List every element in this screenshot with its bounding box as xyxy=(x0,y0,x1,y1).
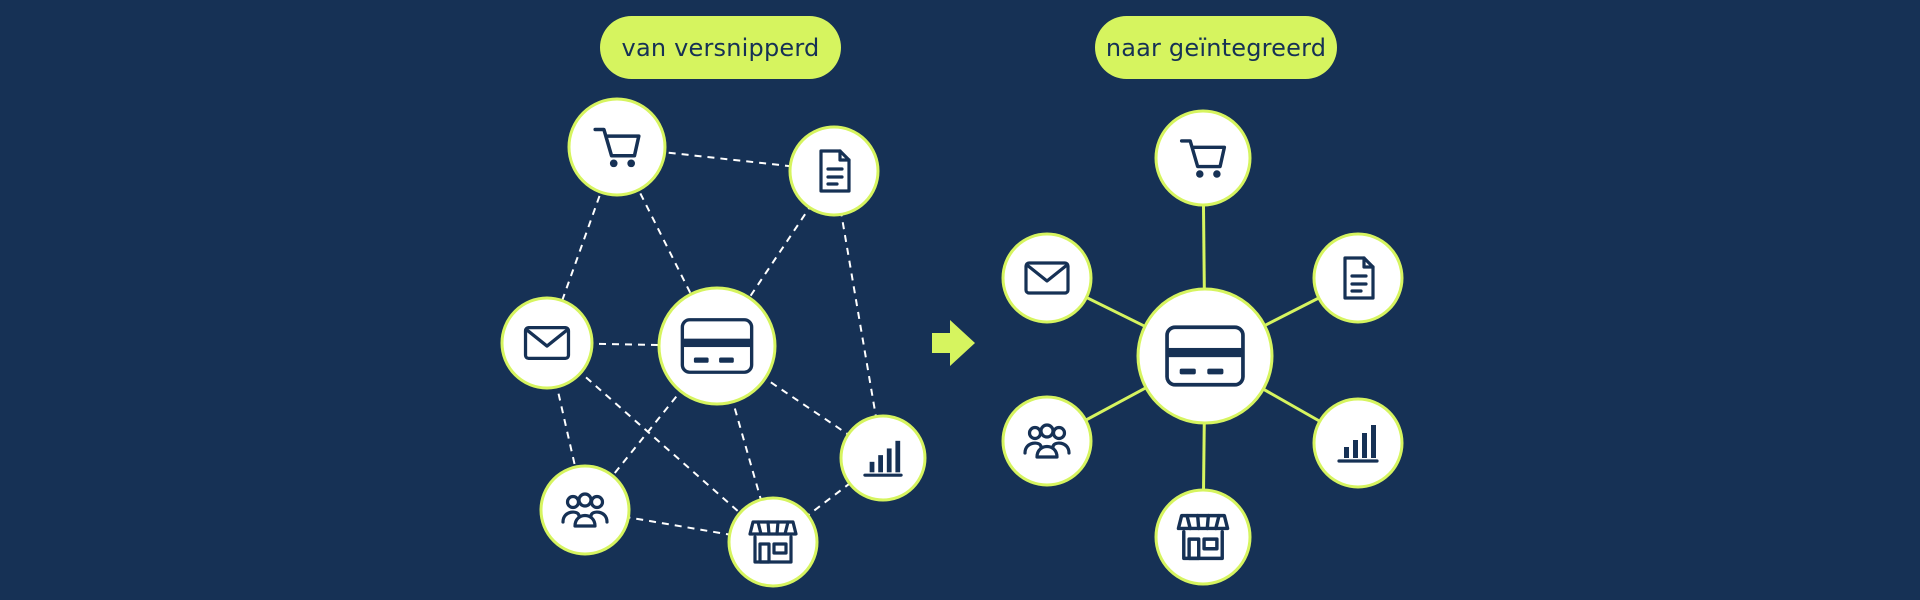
bar-chart-icon xyxy=(1337,425,1379,463)
mail-icon xyxy=(1024,261,1070,295)
dashed-link-mail-store xyxy=(546,342,774,543)
shopping-cart-icon xyxy=(593,127,641,168)
after-node-mail-circle xyxy=(1001,232,1093,324)
before-node-card xyxy=(657,286,777,406)
dashed-link-document-chart xyxy=(833,170,884,459)
after-node-cart-circle xyxy=(1154,109,1252,207)
after-node-mail xyxy=(1001,232,1093,324)
before-node-document xyxy=(788,125,880,217)
before-node-document-circle xyxy=(788,125,880,217)
after-node-cart xyxy=(1154,109,1252,207)
after-node-team xyxy=(1001,395,1093,487)
before-node-mail-circle xyxy=(500,296,594,390)
before-node-store xyxy=(727,496,819,588)
document-icon xyxy=(1343,256,1375,300)
arrow-right-icon xyxy=(932,320,975,366)
after-node-store-circle xyxy=(1154,488,1252,586)
after-node-store xyxy=(1154,488,1252,586)
after-node-chart xyxy=(1312,397,1404,489)
label-after: naar geïntegreerd xyxy=(1095,16,1337,79)
before-node-chart xyxy=(839,414,927,502)
dashed-link-cart-document xyxy=(616,146,835,172)
after-node-document xyxy=(1312,232,1404,324)
document-icon xyxy=(819,149,851,193)
before-node-team xyxy=(539,464,631,556)
before-node-cart xyxy=(567,97,667,197)
store-icon xyxy=(748,520,798,564)
dashed-link-store-chart xyxy=(772,457,884,543)
credit-card-icon xyxy=(680,318,754,374)
nodes-layer xyxy=(500,97,1404,588)
before-node-store-circle xyxy=(727,496,819,588)
mail-icon xyxy=(523,326,571,360)
after-node-document-circle xyxy=(1312,232,1404,324)
shopping-cart-icon xyxy=(1179,139,1227,178)
credit-card-icon xyxy=(1165,325,1245,387)
team-icon xyxy=(1023,423,1071,459)
after-node-card xyxy=(1136,287,1274,425)
team-icon xyxy=(561,492,609,528)
before-node-chart-circle xyxy=(839,414,927,502)
after-node-team-circle xyxy=(1001,395,1093,487)
label-before: van versnipperd xyxy=(600,16,841,79)
store-icon xyxy=(1176,513,1230,561)
before-node-cart-circle xyxy=(567,97,667,197)
bar-chart-icon xyxy=(863,440,903,477)
before-node-team-circle xyxy=(539,464,631,556)
before-node-mail xyxy=(500,296,594,390)
